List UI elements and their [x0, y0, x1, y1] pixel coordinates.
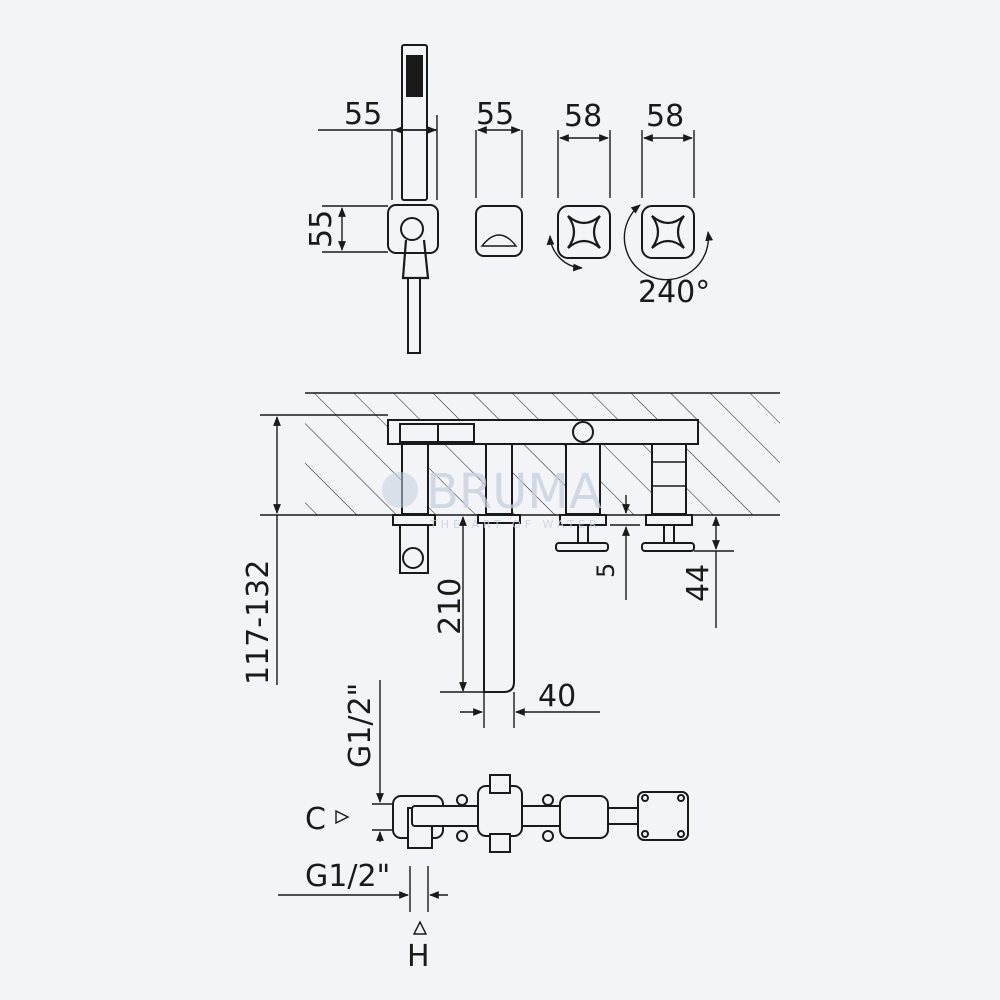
dim-handle-right-width: 58: [646, 99, 684, 134]
watermark-tagline: THE ART OF WATER: [429, 518, 601, 531]
dim-handshower-height: 55: [304, 210, 339, 248]
label-cold: C: [305, 802, 326, 837]
dim-deck-thickness: 117-132: [241, 560, 276, 685]
dim-handshower-width: 55: [344, 97, 382, 132]
label-connection-bottom: G1/2": [305, 859, 390, 894]
label-hot: H: [407, 939, 430, 974]
rotation-label: 240°: [638, 275, 710, 310]
top-view: 55 55 55 58 58 240°: [304, 44, 714, 354]
handle-left-top: [546, 205, 611, 272]
dim-spout-height: 210: [433, 578, 468, 635]
spout-top: [475, 205, 523, 257]
label-connection-left: G1/2": [343, 683, 378, 768]
watermark-brand: BRUMA: [426, 464, 602, 520]
dim-spout-offset: 40: [538, 679, 576, 714]
dim-handle-gap: 5: [592, 563, 620, 578]
side-view: BRUMA THE ART OF WATER 117-132 210 40 5 …: [241, 392, 780, 728]
dim-handle-height: 44: [681, 564, 716, 602]
bottom-view: G1/2" C G1/2" H: [278, 680, 689, 974]
handle-right-top: [623, 204, 714, 281]
dim-handle-left-width: 58: [564, 99, 602, 134]
dim-spout-width: 55: [476, 97, 514, 132]
hand-shower: [387, 44, 439, 354]
watermark-logo-icon: [382, 472, 418, 508]
